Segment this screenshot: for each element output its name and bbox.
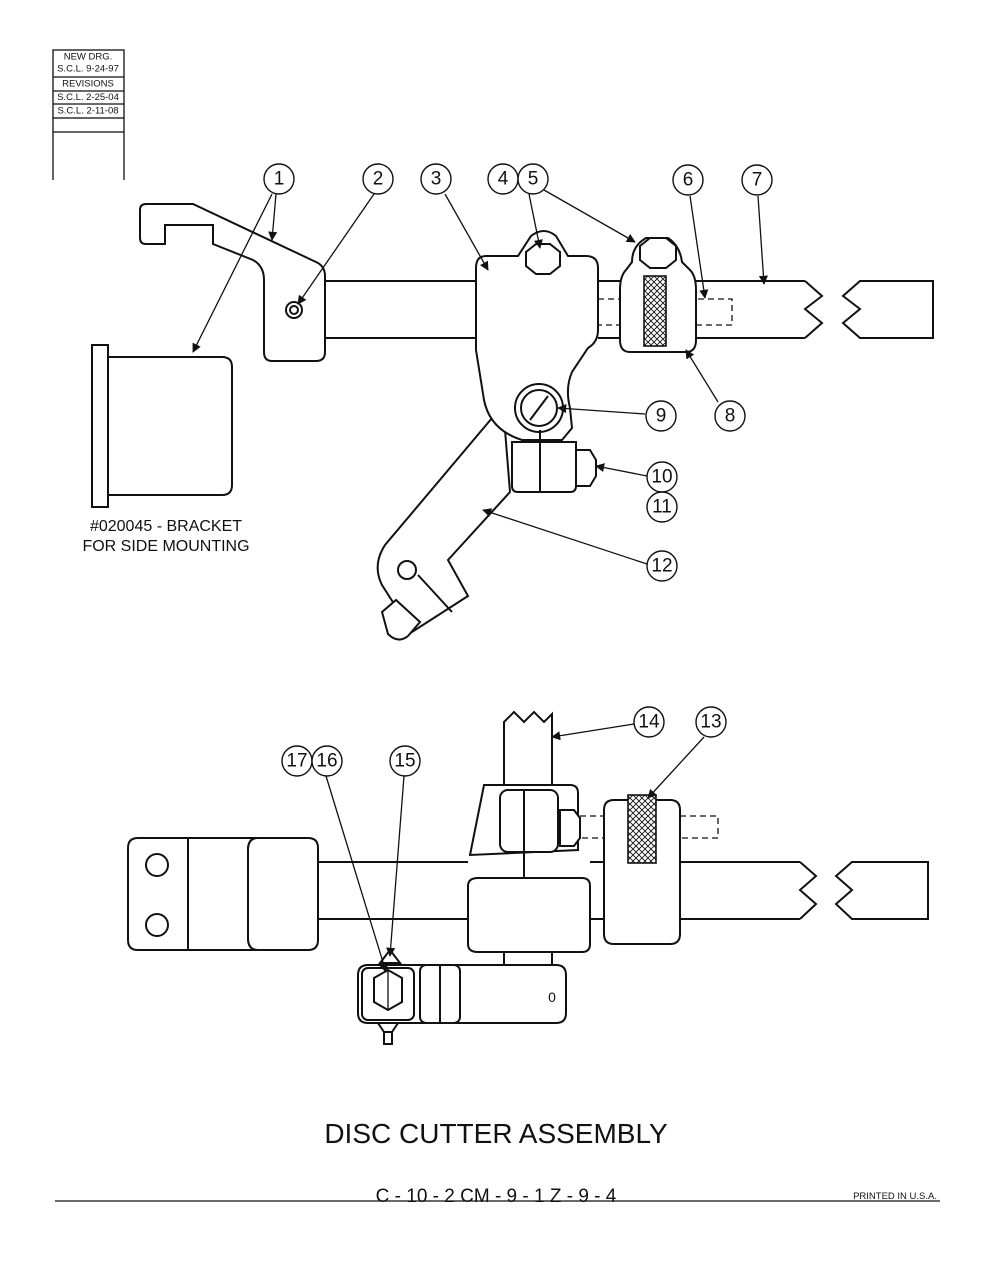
svg-text:9: 9 (656, 406, 667, 427)
bracket-bolt-hole-outer (285, 301, 303, 319)
callout-4: 4 (487, 163, 519, 195)
svg-text:8: 8 (725, 406, 736, 427)
bracket-bolt-hole-inner (289, 305, 299, 315)
callout-16: 16 (311, 745, 343, 777)
plate-hole-top (145, 853, 169, 877)
main-clamp-block (475, 230, 599, 441)
callout-14: 14 (633, 706, 665, 738)
svg-text:1: 1 (274, 169, 285, 190)
plate-hole-bottom (145, 913, 169, 937)
rev-row-new-drg: NEW DRG. (64, 52, 113, 63)
printed-in-usa: PRINTED IN U.S.A. (853, 1191, 937, 1202)
svg-text:3: 3 (431, 169, 442, 190)
callout-17: 17 (281, 745, 313, 777)
callout-8: 8 (714, 400, 746, 432)
bracket-note-line-2: FOR SIDE MOUNTING (82, 538, 249, 555)
callout-7: 7 (741, 164, 773, 196)
lower-holder-insert (627, 794, 657, 864)
catalog-codes: C - 10 - 2 CM - 9 - 1 Z - 9 - 4 (376, 1186, 617, 1207)
callout-10: 10 (646, 461, 678, 493)
callout-9: 9 (645, 400, 677, 432)
svg-text:15: 15 (394, 751, 415, 772)
svg-text:13: 13 (700, 712, 721, 733)
callout-1: 1 (263, 163, 295, 195)
revision-block: NEW DRG. S.C.L. 9-24-97 REVISIONS S.C.L.… (52, 49, 125, 180)
rev-row-date-3: S.C.L. 2-11-08 (57, 106, 118, 117)
holder-clamp-screw (639, 237, 677, 269)
mounting-cap (247, 837, 319, 951)
callout-12: 12 (646, 550, 678, 582)
bar-break-left (803, 280, 824, 339)
arm-end-nut (380, 598, 422, 641)
callout-6: 6 (672, 164, 704, 196)
lower-holder-clamp (603, 799, 681, 945)
lower-bar-break-right (834, 861, 929, 920)
top-view (91, 203, 934, 641)
bar-break-right (841, 280, 934, 339)
lower-clamp-jaw (499, 789, 559, 853)
clamp-cap-screw (525, 243, 561, 275)
arm-pivot-hole (397, 560, 417, 580)
svg-text:14: 14 (638, 712, 660, 733)
top-view-leaders (192, 189, 768, 565)
bottom-view-leaders (325, 723, 705, 973)
holder-insert (643, 275, 667, 347)
svg-text:12: 12 (651, 556, 672, 577)
callout-15: 15 (389, 745, 421, 777)
bracket-note-line-1: #020045 - BRACKET (90, 518, 242, 535)
svg-text:17: 17 (286, 751, 307, 772)
cutter-holder-arm (357, 964, 567, 1024)
cutter-post (503, 710, 553, 786)
svg-text:7: 7 (752, 170, 763, 191)
bottom-view: 0 (127, 710, 929, 1045)
lower-bar-break-left (798, 861, 818, 920)
svg-text:6: 6 (683, 170, 694, 191)
lower-clamp-base (467, 877, 591, 953)
svg-text:16: 16 (316, 751, 337, 772)
svg-text:5: 5 (528, 169, 539, 190)
svg-text:11: 11 (652, 497, 672, 518)
drawing-title: DISC CUTTER ASSEMBLY (324, 1118, 668, 1149)
svg-text:4: 4 (498, 169, 509, 190)
side-mounting-bracket (91, 344, 233, 508)
lower-clamp-screw (559, 809, 581, 847)
callout-13: 13 (695, 706, 727, 738)
arm-end-mark: 0 (548, 989, 556, 1005)
cutter-tip-bottom (376, 1022, 400, 1045)
main-bar (325, 280, 805, 339)
mount-bracket (139, 203, 326, 362)
svg-text:10: 10 (651, 467, 672, 488)
callout-11: 11 (646, 491, 678, 523)
callout-3: 3 (420, 163, 452, 195)
cutter-arm (376, 402, 512, 634)
lower-clamp-housing (511, 441, 577, 493)
rev-row-revisions: REVISIONS (62, 79, 114, 90)
rev-row-date-1: S.C.L. 9-24-97 (57, 64, 119, 75)
callout-2: 2 (362, 163, 394, 195)
arm-hex-housing (361, 967, 415, 1021)
clamp-bolt-head (575, 449, 597, 487)
svg-text:2: 2 (373, 169, 384, 190)
mounting-plate (127, 837, 189, 951)
rev-row-date-2: S.C.L. 2-25-04 (57, 92, 119, 103)
callout-5: 5 (517, 163, 549, 195)
